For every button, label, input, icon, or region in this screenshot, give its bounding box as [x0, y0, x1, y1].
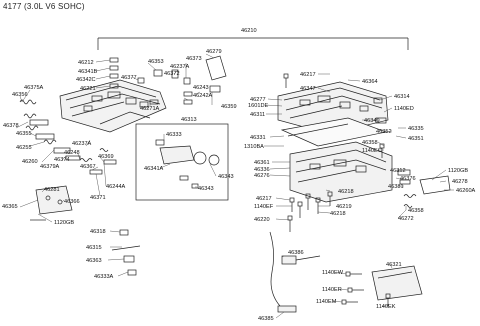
diagram-title: 4177 (3.0L V6 SOHC) [3, 2, 85, 11]
part-label: 46242A [193, 93, 213, 99]
part-label: 1140EK [376, 304, 396, 310]
part-label: 1140ER [322, 287, 342, 293]
part-label: 46312 [390, 168, 406, 174]
leader-lines [15, 53, 454, 319]
part-label: 46343 [218, 174, 234, 180]
part-label: 46358 [408, 208, 424, 214]
part-label: 46237A [72, 141, 92, 147]
part-label: 46336 [254, 167, 270, 173]
part-label: 46359 [221, 104, 237, 110]
part-label: 46314 [394, 94, 410, 100]
main-valve-body-icon [277, 81, 389, 135]
part-label: 46341A [144, 166, 164, 172]
part-label: 46277 [250, 97, 266, 103]
part-label: 46331 [250, 135, 266, 141]
part-label: 1140EW [322, 270, 344, 276]
part-label: 46367 [80, 164, 96, 170]
separator-plate-icon [35, 185, 73, 215]
part-label: 46243 [193, 85, 209, 91]
part-label: 46361 [254, 160, 270, 166]
part-label: 1120GB [448, 168, 469, 174]
part-label: 46260A [456, 188, 476, 194]
part-label: 46355 [16, 131, 32, 137]
part-label: 46341B [78, 69, 98, 75]
spring-icon [19, 99, 109, 162]
part-label: 46366 [64, 199, 80, 205]
wiring-harness-icon [269, 231, 321, 313]
part-label: 46321 [386, 262, 402, 268]
part-label: 1140EF [254, 204, 274, 210]
part-label: 46217 [256, 196, 272, 202]
part-label: 1601DE [248, 103, 269, 109]
part-label: 1140EC [362, 148, 382, 154]
part-label: 46248 [64, 150, 80, 156]
solenoid-assembly-box [135, 123, 229, 201]
solenoid-icon [155, 139, 220, 189]
part-label: 46212 [78, 60, 94, 66]
part-label: 46375A [24, 85, 44, 91]
bolt-icon [283, 73, 385, 232]
part-label: 46356 [12, 92, 28, 98]
part-label: 46315 [86, 245, 102, 251]
part-label: 46281 [44, 187, 60, 193]
part-label: 46386 [288, 250, 304, 256]
part-label: 46343 [198, 186, 214, 192]
part-label: 46313 [181, 117, 197, 123]
part-label: 46218 [338, 189, 354, 195]
part-label: 46352 [376, 129, 392, 135]
part-label: 1140ED [394, 106, 414, 112]
part-label: 46376 [400, 176, 416, 182]
part-label: 46371 [90, 195, 106, 201]
part-label: 46279 [206, 49, 222, 55]
part-label: 46374 [54, 157, 70, 163]
part-label: 46365 [2, 204, 18, 210]
part-label: 46349 [364, 118, 380, 124]
part-label: 46372 [164, 71, 180, 77]
part-label: 46318 [90, 229, 106, 235]
part-label: 46377 [121, 75, 137, 81]
part-label: 46221 [80, 86, 96, 92]
part-label: 46342C [76, 77, 96, 83]
part-label: 46369 [98, 154, 114, 160]
part-label: 46353 [148, 59, 164, 65]
part-label: 46219 [336, 204, 352, 210]
part-label: 46351 [408, 136, 424, 142]
part-label: 1310BA [244, 144, 264, 150]
part-label: 46333A [94, 274, 114, 280]
part-label: 46278 [452, 179, 468, 185]
part-label: 46378 [3, 123, 19, 129]
part-label: 1120GB [54, 220, 75, 226]
part-label: 1140EM [316, 299, 337, 305]
part-label: 46217 [300, 72, 316, 78]
part-label: 46333 [166, 132, 182, 138]
part-label: 46210 [241, 28, 257, 34]
part-label: 46276 [254, 173, 270, 179]
small-parts-icon [109, 55, 227, 105]
part-label: 46311 [250, 112, 266, 118]
part-label: 46364 [362, 79, 378, 85]
part-label: 46237A [170, 64, 190, 70]
part-label: 46271A [140, 106, 160, 112]
part-label: 46381 [388, 184, 404, 190]
upper-valve-body-icon [59, 79, 167, 133]
lower-hardware-icon [30, 219, 141, 276]
lower-valve-body-icon [289, 141, 393, 203]
part-label: 46385 [258, 316, 274, 322]
part-label: 46255 [16, 145, 32, 151]
part-label: 46220 [254, 217, 270, 223]
part-label: 46379A [40, 164, 60, 170]
part-label: 46347 [300, 86, 316, 92]
part-label: 46335 [408, 126, 424, 132]
part-label: 46260 [22, 159, 38, 165]
part-label: 46244A [106, 184, 126, 190]
part-label: 46373 [186, 56, 202, 62]
part-label: 46272 [398, 216, 414, 222]
part-label: 46218 [330, 211, 346, 217]
part-label: 46363 [86, 258, 102, 264]
oil-filter-icon [371, 265, 423, 301]
part-label: 46358 [362, 140, 378, 146]
